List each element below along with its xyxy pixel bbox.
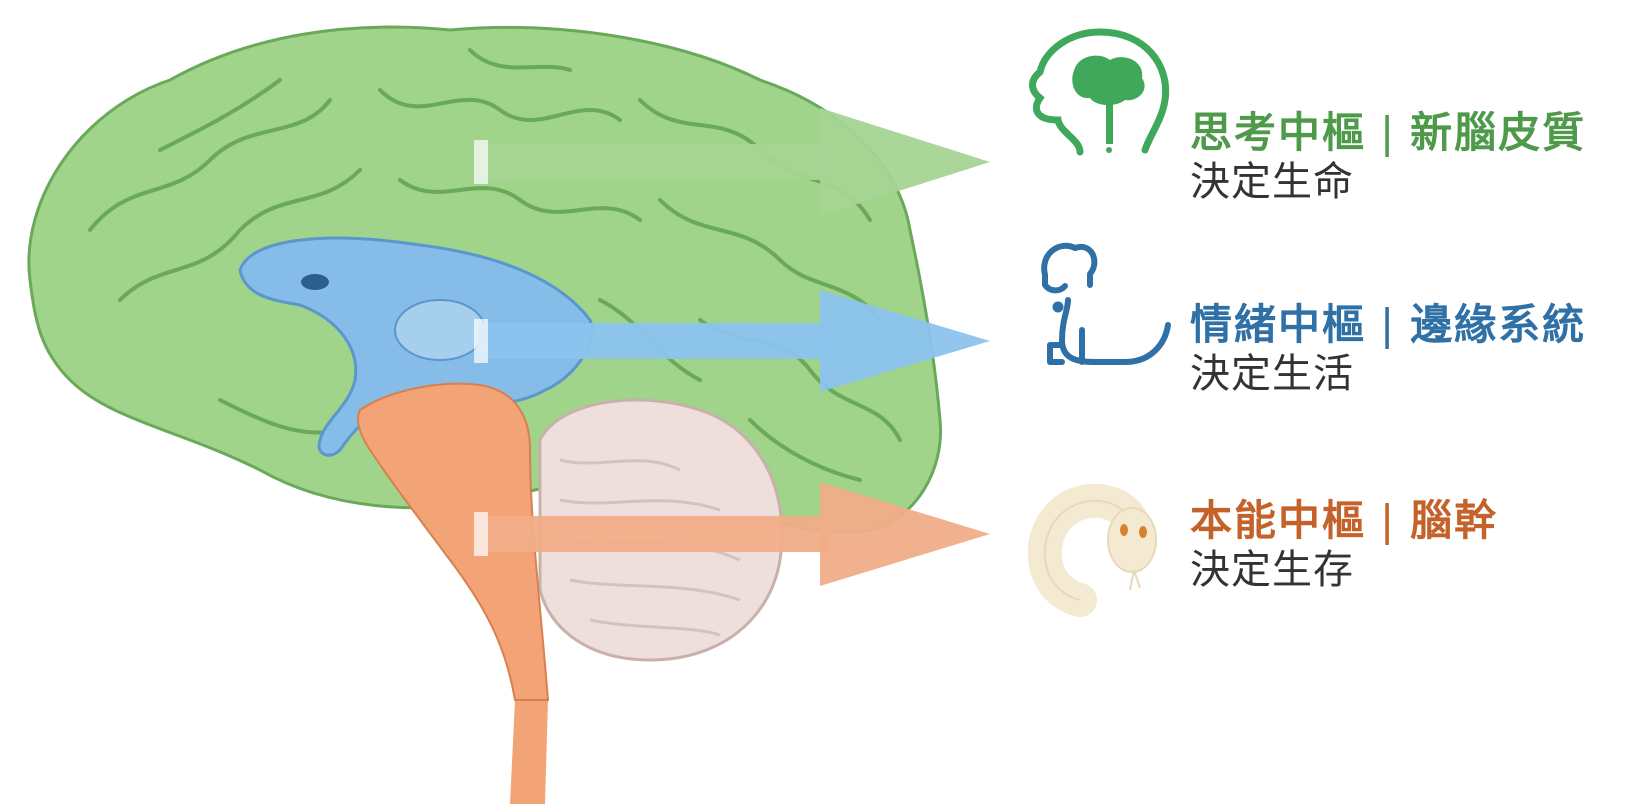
dog-icon: [1044, 246, 1168, 362]
label-brainstem: 本能中樞 | 腦幹 決定生存: [1190, 496, 1498, 594]
separator: |: [1380, 300, 1396, 349]
separator: |: [1380, 108, 1396, 157]
label-brainstem-subtitle: 決定生存: [1190, 546, 1498, 594]
label-brainstem-title: 本能中樞 | 腦幹: [1190, 496, 1498, 546]
label-limbic-subtitle: 決定生活: [1190, 350, 1586, 398]
label-limbic: 情緒中樞 | 邊緣系統 決定生活: [1190, 300, 1586, 398]
ventricle: [301, 274, 329, 290]
center-name: 本能中樞: [1190, 496, 1366, 545]
label-cortex-title: 思考中樞 | 新腦皮質: [1190, 108, 1586, 158]
center-name: 思考中樞: [1190, 108, 1366, 157]
region-name: 腦幹: [1410, 496, 1498, 545]
label-cortex-subtitle: 決定生命: [1190, 158, 1586, 206]
thalamus: [395, 300, 485, 360]
center-name: 情緒中樞: [1190, 300, 1366, 349]
snake-icon: [1045, 501, 1156, 600]
label-cortex: 思考中樞 | 新腦皮質 決定生命: [1190, 108, 1586, 206]
region-name: 新腦皮質: [1410, 108, 1586, 157]
head-tree-icon: [1033, 32, 1166, 153]
spinal-cord: [510, 700, 548, 804]
separator: |: [1380, 496, 1396, 545]
region-name: 邊緣系統: [1410, 300, 1586, 349]
label-limbic-title: 情緒中樞 | 邊緣系統: [1190, 300, 1586, 350]
